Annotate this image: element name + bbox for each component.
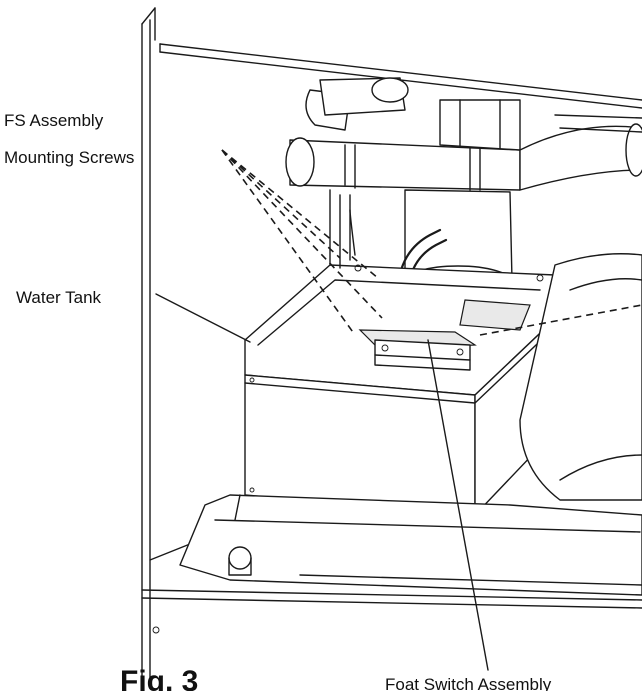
- label-water-tank: Water Tank: [16, 288, 102, 307]
- base-tray: [179, 494, 642, 596]
- ice-bin-shape: [479, 253, 642, 501]
- solid-leaders: [155, 293, 489, 671]
- label-float-switch: Foat Switch Assembly: [385, 675, 552, 691]
- pipe-assembly: [285, 77, 642, 261]
- screw-leaders: [221, 149, 383, 336]
- figure-label: Fig. 3: [120, 665, 198, 691]
- label-fs-assembly-1: FS Assembly: [4, 111, 104, 130]
- float-switch-block: [354, 264, 544, 371]
- label-fs-assembly-2: Mounting Screws: [4, 148, 134, 167]
